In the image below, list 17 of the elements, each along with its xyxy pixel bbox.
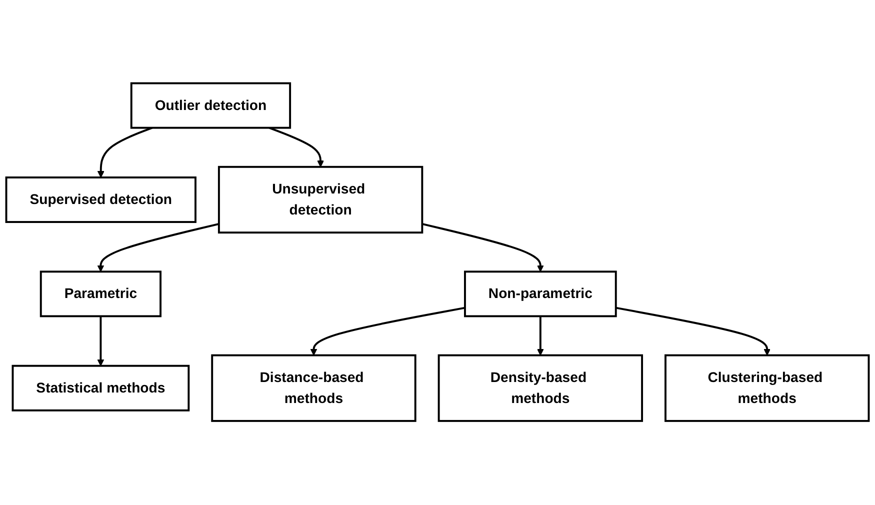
node-box: Density-based methods (438, 354, 644, 422)
arrow (310, 307, 466, 356)
arrow (616, 307, 771, 356)
arrow (97, 127, 153, 178)
node-box: Unsupervised detection (218, 166, 424, 234)
node-box: Supervised detection (5, 176, 196, 224)
arrow (536, 316, 544, 356)
node-box: Parametric (40, 271, 162, 318)
arrow (97, 316, 104, 367)
node-box: Clustering-based methods (664, 354, 870, 422)
node-box: Outlier detection (130, 82, 292, 130)
node-box: Distance-based methods (211, 354, 416, 422)
arrow (97, 223, 220, 272)
arrow (422, 223, 544, 272)
node-box: Non-parametric (464, 271, 617, 318)
node-box: Statistical methods (12, 365, 190, 412)
arrow (268, 127, 324, 168)
